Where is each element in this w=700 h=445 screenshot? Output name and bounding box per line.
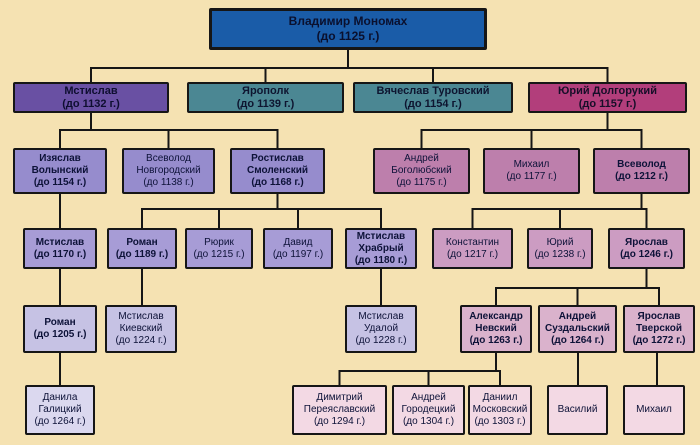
tree-node-roman-1205: Роман(до 1205 г.) [23,305,97,353]
node-name: Вячеслав Туровский [376,84,490,97]
node-years: (до 1138 г.) [143,177,194,188]
node-name: Даниил Московский [472,392,528,415]
tree-node-konstantin-1217: Константин(до 1217 г.) [432,228,513,269]
node-name: Андрей Городецкий [401,392,456,415]
tree-node-mstislav-1132: Мстислав(до 1132 г.) [13,82,169,113]
node-name: Ростислав Смоленский [246,153,309,176]
node-name: Ярослав Тверской [635,311,683,334]
node-years: (до 1168 г.) [251,177,304,188]
node-years: (до 1228 г.) [355,335,407,346]
node-years: (до 1303 г.) [474,416,526,427]
tree-node-roman-1189: Роман(до 1189 г.) [107,228,177,269]
tree-node-alexander-nevsky-1263: Александр Невский(до 1263 г.) [460,305,532,353]
node-name: Ярополк [242,84,289,97]
tree-node-yaroslav-tverskoy-1272: Ярослав Тверской(до 1272 г.) [623,305,695,353]
node-name: Юрий Долгорукий [558,84,657,97]
node-name: Михаил [636,404,672,415]
tree-node-yaropolk-1139: Ярополк(до 1139 г.) [187,82,344,113]
node-years: (до 1157 г.) [578,97,637,110]
node-years: (до 1246 г.) [620,248,673,260]
node-years: (до 1304 г.) [402,416,455,427]
node-name: Юрий [546,236,574,248]
tree-node-rostislav-smolensky-1168: Ростислав Смоленский(до 1168 г.) [230,148,325,194]
node-years: (до 1212 г.) [615,171,668,182]
tree-node-mstislav-khrabry-1180: Мстислав Храбрый(до 1180 г.) [345,228,417,269]
tree-node-mstislav-kievsky-1224: Мстислав Киевский(до 1224 г.) [105,305,177,353]
node-name: Александр Невский [469,311,523,334]
node-years: (до 1238 г.) [534,248,586,260]
node-years: (до 1205 г.) [33,329,87,340]
node-years: (до 1272 г.) [632,335,686,346]
node-years: (до 1264 г.) [34,416,86,427]
node-years: (до 1189 г.) [115,248,169,260]
node-name: Роман [126,236,158,248]
node-years: (до 1264 г.) [551,335,604,346]
tree-node-andrey-suzdalsky-1264: Андрей Суздальский(до 1264 г.) [538,305,617,353]
node-name: Рюрик [204,236,234,248]
node-name: Ярослав [625,236,668,248]
node-name: Василий [557,404,598,415]
node-years: (до 1132 г.) [62,97,120,110]
node-years: (до 1154 г.) [33,177,87,188]
node-name: Изяслав Волынский [31,153,89,176]
node-name: Всеволод Новгородский [136,153,201,176]
node-name: Мстислав Киевский [118,311,164,334]
tree-node-yuri-dolgoruky-1157: Юрий Долгорукий(до 1157 г.) [528,82,687,113]
tree-node-david-1197: Давид(до 1197 г.) [263,228,333,269]
node-name: Владимир Мономах [288,14,408,28]
tree-node-mstislav-udaloy-1228: Мстислав Удалой(до 1228 г.) [345,305,417,353]
tree-node-mikhail-1177: Михаил(до 1177 г.) [483,148,580,194]
node-years: (до 1177 г.) [506,171,557,182]
node-years: (до 1180 г.) [354,254,408,266]
node-years: (до 1263 г.) [469,335,523,346]
tree-node-ryurik-1215: Рюрик(до 1215 г.) [185,228,253,269]
node-years: (до 1139 г.) [236,97,295,110]
node-years: (до 1175 г.) [396,177,447,188]
node-name: Димитрий Переяславский [303,392,376,415]
node-name: Мстислав [35,236,85,248]
tree-node-dimitri-pereyaslavsky-1294: Димитрий Переяславский(до 1294 г.) [292,385,387,435]
tree-node-yuri-1238: Юрий(до 1238 г.) [527,228,593,269]
node-years: (до 1154 г.) [404,97,462,110]
node-name: Всеволод [617,159,666,170]
tree-node-mstislav-1170: Мстислав(до 1170 г.) [23,228,97,269]
node-years: (до 1197 г.) [272,248,324,260]
node-name: Мстислав [64,84,118,97]
tree-node-vasily: Василий [547,385,608,435]
node-years: (до 1125 г.) [316,29,380,43]
node-years: (до 1294 г.) [313,416,366,427]
tree-node-daniil-moskovsky-1303: Даниил Московский(до 1303 г.) [468,385,532,435]
tree-node-danila-galitsky-1264: Данила Галицкий(до 1264 г.) [25,385,95,435]
tree-node-vyacheslav-turovsky-1154: Вячеслав Туровский(до 1154 г.) [353,82,513,113]
tree-node-vsevolod-1212: Всеволод(до 1212 г.) [593,148,690,194]
node-name: Андрей Боголюбский [391,153,452,176]
tree-node-andrey-gorodetsky-1304: Андрей Городецкий(до 1304 г.) [392,385,465,435]
tree-node-andrey-bogolyubsky-1175: Андрей Боголюбский(до 1175 г.) [373,148,470,194]
node-name: Мстислав Храбрый [356,230,406,254]
node-name: Константин [445,236,500,248]
node-years: (до 1224 г.) [115,335,167,346]
node-years: (до 1170 г.) [33,248,87,260]
node-name: Михаил [513,159,550,170]
node-name: Мстислав Удалой [358,311,404,334]
tree-node-yaroslav-1246: Ярослав(до 1246 г.) [608,228,685,269]
node-name: Андрей Суздальский [545,311,610,334]
node-name: Давид [283,236,313,248]
node-years: (до 1217 г.) [446,248,499,260]
tree-node-mikhail: Михаил [623,385,685,435]
tree-node-izyaslav-volynsky-1154: Изяслав Волынский(до 1154 г.) [13,148,107,194]
node-years: (до 1215 г.) [193,248,245,260]
node-name: Роман [44,317,76,328]
tree-node-vladimir-monomakh: Владимир Мономах(до 1125 г.) [209,8,487,50]
tree-node-vsevolod-novgorodsky-1138: Всеволод Новгородский(до 1138 г.) [122,148,215,194]
node-name: Данила Галицкий [38,392,82,415]
